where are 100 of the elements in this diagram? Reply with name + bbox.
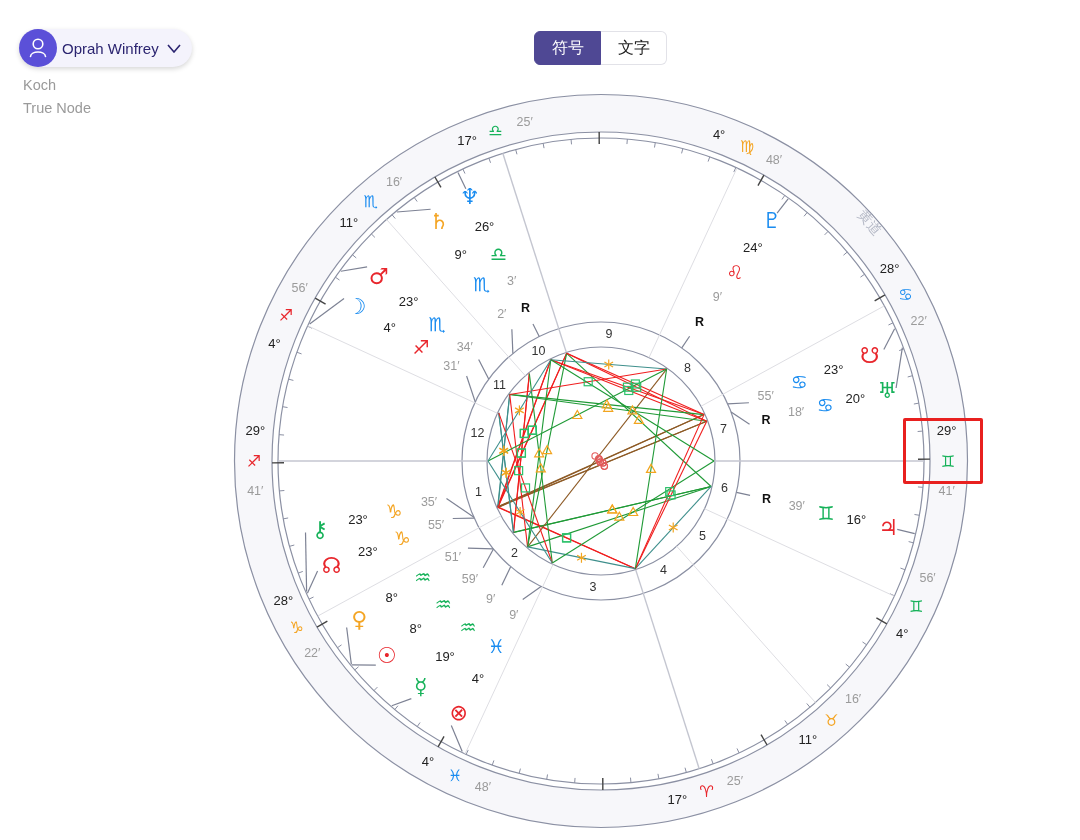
zodiac-sign-symbol: ♊ xyxy=(940,451,956,470)
retrograde-mark: R xyxy=(695,314,704,329)
cusp-degree-label: 4° xyxy=(896,625,909,641)
zodiac-sign-symbol: ♉ xyxy=(824,710,839,730)
planet-degree-label: 20° xyxy=(845,390,866,406)
planet-minute-label: 55′ xyxy=(757,388,774,403)
text-view-tab: 文字 xyxy=(601,31,667,65)
planet-degree-label: 23° xyxy=(348,511,368,527)
cusp-degree-label: 17° xyxy=(667,791,688,807)
zodiac-sign-symbol: ♌ xyxy=(726,261,744,284)
house-number: 8 xyxy=(683,361,691,376)
house-number: 9 xyxy=(605,327,613,342)
cusp-degree-label: 11° xyxy=(798,731,818,747)
cusp-minute-label: 48′ xyxy=(765,152,783,167)
zodiac-sign-symbol: ♓ xyxy=(447,765,463,785)
zodiac-sign-symbol: ♈ xyxy=(699,781,714,801)
zodiac-sign-symbol: ♎ xyxy=(488,120,503,140)
house-number: 2 xyxy=(511,545,519,560)
planet-symbol: ☋ xyxy=(860,342,880,368)
planet-symbol: ⊗ xyxy=(449,699,468,725)
cusp-degree-label: 11° xyxy=(339,214,359,230)
planet-minute-label: 39′ xyxy=(788,498,805,513)
house-number: 11 xyxy=(492,378,506,393)
cusp-minute-label: 41′ xyxy=(247,483,264,498)
planet-minute-label: 9′ xyxy=(509,607,519,622)
planet-minute-label: 31′ xyxy=(443,358,460,373)
retrograde-mark: R xyxy=(761,412,771,427)
cusp-minute-label: 22′ xyxy=(910,314,927,328)
house-number: 6 xyxy=(721,480,729,495)
zodiac-sign-symbol: ♋ xyxy=(790,371,808,394)
cusp-degree-label: 4° xyxy=(712,126,726,142)
cusp-degree-label: 4° xyxy=(421,753,435,769)
zodiac-sign-symbol: ♐ xyxy=(246,451,262,470)
house-number: 3 xyxy=(589,579,597,594)
zodiac-sign-symbol: ♊ xyxy=(908,596,924,616)
cusp-minute-label: 16′ xyxy=(844,691,862,706)
zodiac-sign-symbol: ♑ xyxy=(289,617,304,637)
cusp-minute-label: 48′ xyxy=(474,779,491,794)
retrograde-mark: R xyxy=(762,491,772,506)
zodiac-sign-symbol: ♊ xyxy=(817,501,835,524)
planet-symbol: ☿ xyxy=(413,673,428,699)
planet-minute-label: 9′ xyxy=(485,591,496,606)
cusp-minute-label: 16′ xyxy=(385,174,403,189)
house-number: 12 xyxy=(470,426,485,441)
zodiac-sign-symbol: ♓ xyxy=(487,634,505,657)
zodiac-sign-symbol: ♎ xyxy=(489,242,507,265)
cusp-minute-label: 25′ xyxy=(516,115,533,129)
planet-symbol: ♀ xyxy=(351,606,368,632)
zodiac-sign-symbol: ♑ xyxy=(385,499,403,522)
planet-minute-label: 3′ xyxy=(506,273,517,288)
house-number: 1 xyxy=(474,484,482,499)
planet-degree-label: 23° xyxy=(823,361,844,377)
cusp-minute-label: 56′ xyxy=(291,281,308,296)
planet-minute-label: 34′ xyxy=(456,340,473,355)
planet-symbol: ♆ xyxy=(459,183,480,209)
node-type-label: True Node xyxy=(23,100,91,116)
zodiac-sign-symbol: ♏ xyxy=(363,191,378,211)
planet-degree-label: 8° xyxy=(409,620,422,636)
zodiac-sign-symbol: ♋ xyxy=(898,284,913,304)
house-number: 5 xyxy=(699,528,707,543)
planet-symbol: ☊ xyxy=(321,552,342,578)
house-number: 7 xyxy=(720,422,728,437)
planet-symbol: ☉ xyxy=(377,642,397,668)
cusp-degree-label: 29° xyxy=(245,422,266,438)
planet-symbol: ⚷ xyxy=(312,516,329,541)
zodiac-sign-symbol: ♏ xyxy=(473,273,491,296)
house-number: 4 xyxy=(660,563,668,578)
planet-degree-label: 23° xyxy=(398,293,419,309)
planet-degree-label: 19° xyxy=(435,648,455,664)
cusp-degree-label: 28° xyxy=(273,592,294,608)
planet-degree-label: 9° xyxy=(454,246,467,261)
planet-minute-label: 59′ xyxy=(461,572,478,587)
planet-symbol: ♇ xyxy=(762,207,782,233)
planet-symbol: ♄ xyxy=(429,208,449,234)
cusp-degree-label: 29° xyxy=(936,422,957,438)
ecliptic-label: 黄道 xyxy=(853,206,886,240)
planet-minute-label: 55′ xyxy=(427,517,445,532)
cusp-minute-label: 22′ xyxy=(304,646,321,660)
house-system-label: Koch xyxy=(23,77,57,93)
zodiac-sign-symbol: ♒ xyxy=(459,616,477,638)
zodiac-sign-symbol: ♋ xyxy=(816,394,834,416)
planet-degree-label: 16° xyxy=(846,511,867,527)
cusp-degree-label: 28° xyxy=(879,260,900,276)
zodiac-sign-symbol: ♑ xyxy=(393,526,411,549)
planet-minute-label: 35′ xyxy=(420,495,438,510)
planet-symbol: ☽ xyxy=(346,293,367,319)
house-number: 10 xyxy=(531,343,546,358)
cusp-minute-label: 41′ xyxy=(938,483,955,498)
zodiac-sign-symbol: ♒ xyxy=(434,592,452,615)
planet-degree-label: 26° xyxy=(474,218,495,234)
cusp-minute-label: 56′ xyxy=(919,570,936,585)
planet-symbol: ♂ xyxy=(368,263,389,289)
planet-degree-label: 4° xyxy=(383,319,396,335)
cusp-degree-label: 4° xyxy=(268,335,281,351)
planet-degree-label: 4° xyxy=(471,670,485,686)
zodiac-sign-symbol: ♏ xyxy=(428,313,446,336)
planet-degree-label: 23° xyxy=(358,543,378,559)
zodiac-sign-symbol: ♍ xyxy=(739,136,755,156)
planet-symbol: ♅ xyxy=(877,377,898,403)
planet-minute-label: 18′ xyxy=(787,405,805,420)
